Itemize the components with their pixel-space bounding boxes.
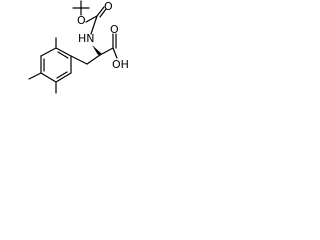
molecule-structure: O O HN O OH <box>28 0 129 94</box>
carbamate-carbonyl <box>96 6 107 18</box>
molecule-canvas: O O HN O OH <box>0 0 138 117</box>
ring-bond-2 <box>40 47 57 57</box>
bond-carboxyl-to-oh <box>112 47 118 59</box>
bond-n-to-alpha-wedge <box>92 45 102 55</box>
atom-oh: OH <box>112 58 129 71</box>
bond-carbamate-c-to-n <box>90 15 98 35</box>
bond-alpha-to-carboxyl <box>99 47 114 56</box>
ring-double-3 <box>56 71 68 79</box>
ring-bond-4 <box>40 72 57 83</box>
mesityl-ring <box>40 47 72 83</box>
bond-methyl-left <box>28 72 42 80</box>
acid-carbonyl <box>112 33 117 49</box>
atom-o-acid-carbonyl: O <box>110 23 119 36</box>
atom-o-carbamate-carbonyl: O <box>104 0 113 13</box>
ring-bond-5 <box>55 72 72 83</box>
bond-ch2-to-ring <box>70 55 88 65</box>
bond-carbamate-co-2 <box>99 8 107 18</box>
bond-carbamate-co-1 <box>96 6 105 17</box>
bond-o-to-carbamate-c <box>85 15 98 23</box>
atom-o-carbamate-ester: O <box>77 14 86 27</box>
ring-double-1 <box>57 51 69 59</box>
bond-alpha-to-ch2 <box>86 54 101 65</box>
ring-bond-1 <box>55 47 72 57</box>
tert-butyl-group <box>72 0 90 16</box>
atom-hn: HN <box>78 32 95 45</box>
